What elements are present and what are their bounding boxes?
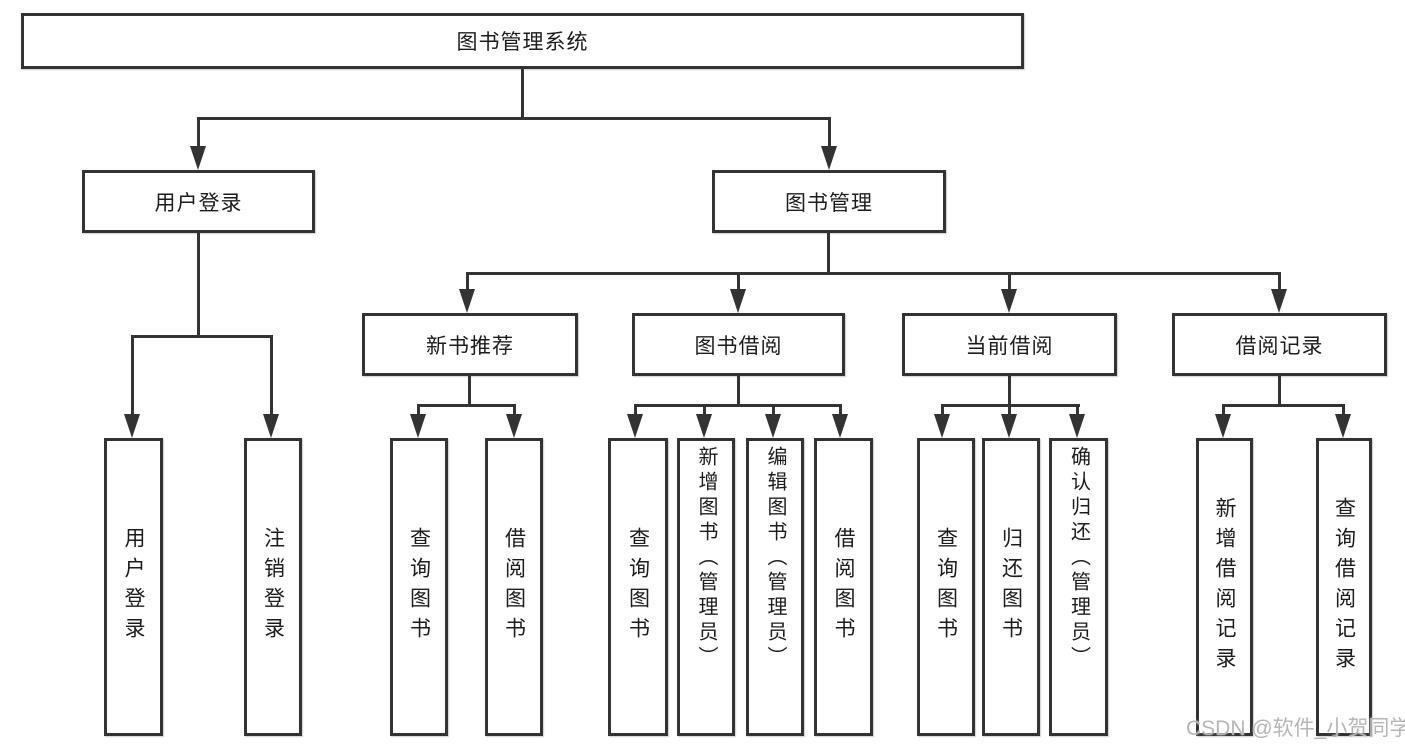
connector-line — [941, 404, 944, 414]
node-label: 借阅记录 — [1235, 334, 1324, 358]
connector-line — [1278, 376, 1281, 406]
leaf-label: 确认归还（管理员） — [1067, 446, 1090, 671]
connector-line — [197, 117, 831, 120]
connector-line — [197, 233, 200, 335]
connector-line — [737, 272, 740, 289]
node-user-login: 用户登录 — [82, 170, 315, 233]
leaf-logout-login: 注销登录 — [244, 438, 302, 736]
connector-line — [466, 272, 469, 289]
arrow-down-icon — [506, 414, 522, 438]
arrow-down-icon — [765, 414, 781, 438]
arrow-down-icon — [696, 414, 712, 438]
leaf-query-books-recommend: 查询图书 — [390, 438, 448, 736]
leaf-query-books-borrowing: 查询图书 — [608, 438, 668, 736]
connector-line — [521, 69, 524, 117]
connector-line — [1222, 404, 1225, 414]
connector-line — [839, 404, 842, 414]
leaf-borrow-books-recommend: 借阅图书 — [485, 438, 543, 736]
node-label: 新书推荐 — [426, 334, 514, 358]
leaf-borrow-books: 借阅图书 — [814, 438, 873, 736]
leaf-add-books-admin: 新增图书（管理员） — [677, 438, 735, 736]
node-current-borrowing: 当前借阅 — [902, 313, 1117, 376]
leaf-label: 借阅图书 — [502, 527, 526, 647]
leaf-label: 查询图书 — [934, 527, 958, 647]
node-borrowing-records: 借阅记录 — [1172, 313, 1387, 376]
arrow-down-icon — [821, 146, 837, 170]
node-label: 用户登录 — [154, 191, 243, 215]
connector-line — [634, 404, 637, 414]
leaf-query-books-current: 查询图书 — [917, 438, 975, 736]
arrow-down-icon — [190, 146, 206, 170]
leaf-label: 归还图书 — [999, 527, 1023, 647]
connector-line — [1278, 272, 1281, 289]
leaf-label: 编辑图书（管理员） — [764, 446, 786, 671]
leaf-add-borrow-record: 新增借阅记录 — [1196, 438, 1253, 736]
connector-line — [513, 404, 516, 414]
connector-line — [131, 335, 134, 414]
connector-line — [1008, 404, 1011, 414]
watermark: CSDN @软件_小贺同学 — [1186, 717, 1405, 740]
node-label: 图书管理系统 — [456, 31, 589, 54]
arrow-down-icon — [1215, 414, 1231, 438]
leaf-label: 注销登录 — [261, 527, 285, 647]
node-new-book-recommendation: 新书推荐 — [362, 313, 578, 376]
node-label: 当前借阅 — [965, 334, 1054, 358]
connector-line — [1008, 376, 1011, 406]
leaf-label: 用户登录 — [122, 527, 146, 647]
arrow-down-icon — [263, 414, 279, 438]
connector-line — [270, 335, 273, 414]
leaf-return-books: 归还图书 — [982, 438, 1040, 736]
arrow-down-icon — [124, 414, 140, 438]
arrow-down-icon — [1001, 414, 1017, 438]
connector-line — [634, 404, 842, 407]
leaf-edit-books-admin: 编辑图书（管理员） — [746, 438, 804, 736]
connector-line — [131, 335, 272, 338]
leaf-label: 借阅图书 — [832, 527, 856, 647]
leaf-confirm-return-admin: 确认归还（管理员） — [1049, 438, 1108, 736]
connector-line — [466, 272, 1281, 275]
connector-line — [1008, 272, 1011, 289]
leaf-label: 查询图书 — [626, 527, 650, 647]
leaf-query-borrow-record: 查询借阅记录 — [1316, 438, 1372, 736]
connector-line — [1342, 404, 1345, 414]
arrow-down-icon — [410, 414, 426, 438]
arrow-down-icon — [459, 289, 475, 313]
arrow-down-icon — [1335, 414, 1351, 438]
node-label: 图书管理 — [785, 191, 873, 215]
leaf-label: 查询图书 — [407, 527, 431, 647]
connector-line — [417, 404, 420, 414]
connector-line — [468, 376, 471, 406]
arrow-down-icon — [1001, 289, 1017, 313]
arrow-down-icon — [730, 289, 746, 313]
arrow-down-icon — [627, 414, 643, 438]
leaf-label: 新增借阅记录 — [1213, 497, 1237, 677]
leaf-label: 查询借阅记录 — [1332, 497, 1356, 677]
connector-line — [197, 117, 200, 146]
leaf-label: 新增图书（管理员） — [695, 446, 717, 671]
connector-line — [737, 376, 740, 406]
connector-line — [772, 404, 775, 414]
arrow-down-icon — [832, 414, 848, 438]
arrow-down-icon — [934, 414, 950, 438]
connector-line — [828, 117, 831, 146]
connector-line — [1222, 404, 1345, 407]
arrow-down-icon — [1271, 289, 1287, 313]
node-library-management-system: 图书管理系统 — [21, 13, 1024, 69]
node-book-management: 图书管理 — [712, 170, 946, 233]
connector-line — [417, 404, 516, 407]
connector-line — [1076, 404, 1079, 414]
connector-line — [827, 233, 830, 272]
connector-line — [703, 404, 706, 414]
arrow-down-icon — [1069, 414, 1085, 438]
node-book-borrowing: 图书借阅 — [632, 313, 845, 376]
leaf-user-login: 用户登录 — [104, 438, 163, 736]
node-label: 图书借阅 — [694, 334, 783, 358]
